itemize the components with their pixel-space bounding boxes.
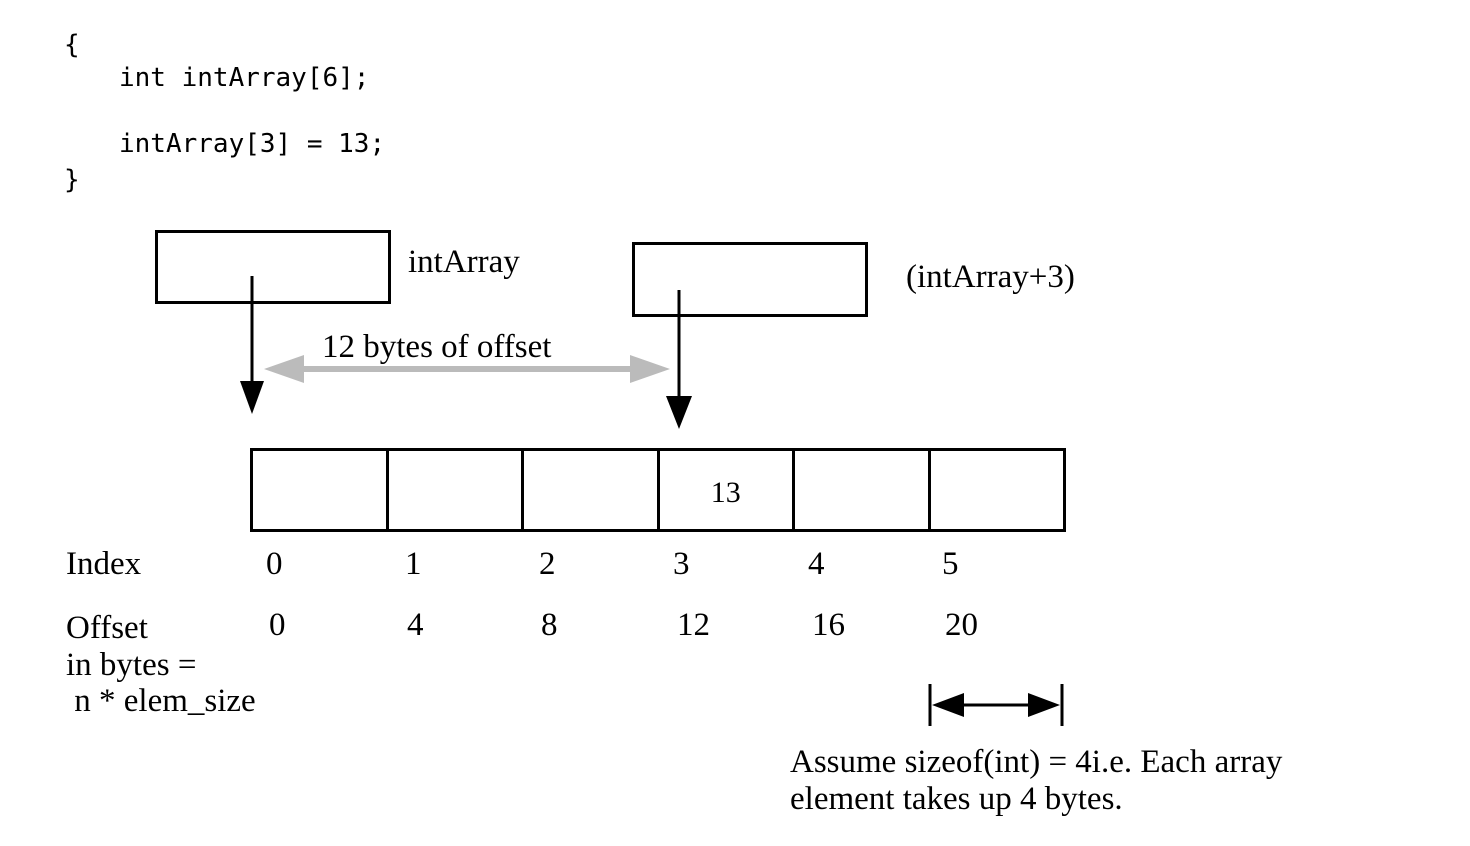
index-value-5: 5 (942, 546, 959, 582)
offset-value-5: 20 (945, 607, 978, 643)
array-cell-3: 13 (656, 451, 793, 529)
offset-row-label-line1: Offset (66, 610, 148, 646)
note-line2: element takes up 4 bytes. (790, 781, 1123, 817)
code-open-brace: { (64, 30, 80, 60)
base-pointer-label: intArray (408, 244, 520, 280)
index-value-2: 2 (539, 546, 556, 582)
int-array: 13 (250, 448, 1066, 532)
element-size-arrow (928, 684, 1064, 726)
code-line-assignment: intArray[3] = 13; (119, 129, 386, 159)
offset-arrow-label: 12 bytes of offset (322, 329, 552, 365)
offset-value-4: 16 (812, 607, 845, 643)
index-value-1: 1 (405, 546, 422, 582)
offset-row-label-line2: in bytes = (66, 647, 197, 683)
offset-pointer-box (632, 242, 868, 317)
offset-value-0: 0 (269, 607, 286, 643)
array-cell-0 (253, 451, 386, 529)
array-cell-2 (521, 451, 657, 529)
base-pointer-arrow (240, 276, 264, 414)
note-line1: Assume sizeof(int) = 4i.e. Each array (790, 744, 1283, 780)
offset-double-arrow (264, 355, 670, 383)
offset-value-2: 8 (541, 607, 558, 643)
index-value-3: 3 (673, 546, 690, 582)
offset-value-3: 12 (677, 607, 710, 643)
code-line-declaration: int intArray[6]; (119, 63, 370, 93)
index-value-4: 4 (808, 546, 825, 582)
code-close-brace: } (64, 165, 80, 195)
base-pointer-box (155, 230, 391, 304)
array-cell-1 (385, 451, 522, 529)
offset-value-1: 4 (407, 607, 424, 643)
index-row-label: Index (66, 546, 142, 582)
index-value-0: 0 (266, 546, 283, 582)
array-cell-4 (792, 451, 928, 529)
offset-pointer-arrow (666, 290, 692, 429)
offset-pointer-label: (intArray+3) (906, 259, 1075, 295)
array-cell-5 (927, 451, 1064, 529)
offset-row-label-line3: n * elem_size (66, 683, 256, 719)
